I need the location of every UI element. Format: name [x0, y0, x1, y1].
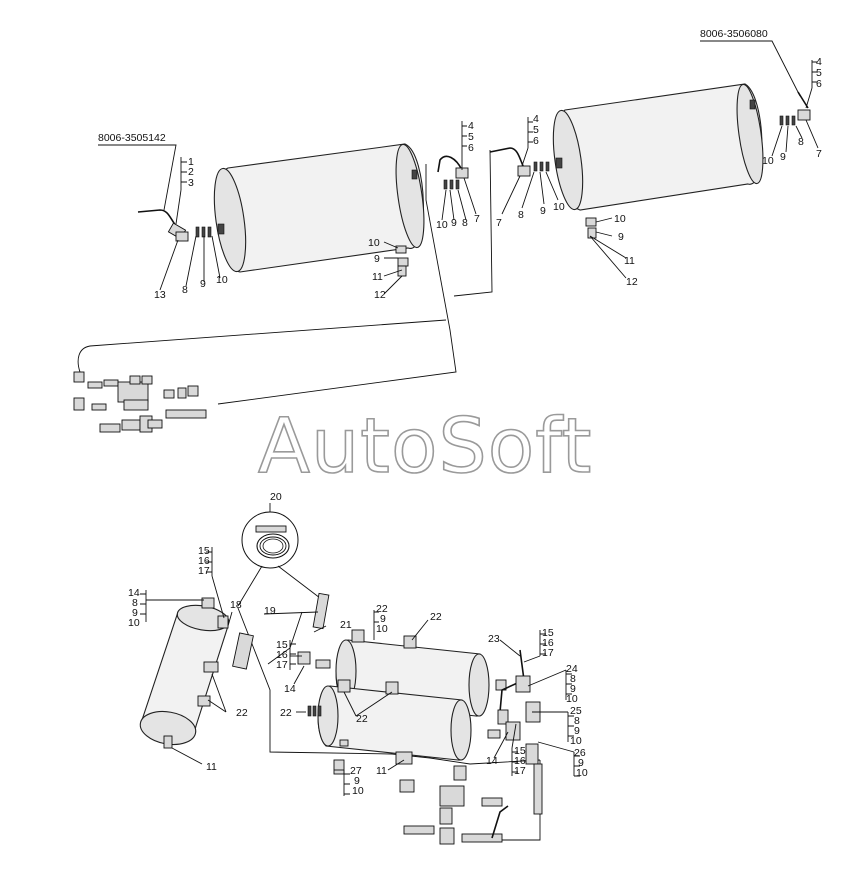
- callout: 13: [154, 289, 166, 301]
- callout: 9: [451, 217, 457, 229]
- callout: 6: [468, 142, 474, 154]
- callout: 15: [198, 545, 210, 557]
- upper-fittings: [137, 91, 811, 277]
- callout: 12: [374, 289, 386, 301]
- lower-pipe-run: [217, 592, 543, 845]
- callout: 10: [128, 617, 140, 629]
- callout: 18: [230, 599, 242, 611]
- callout: 6: [816, 78, 822, 90]
- hose-kit-circle: [237, 503, 321, 607]
- callout: 14: [284, 683, 296, 695]
- callout: 11: [206, 761, 217, 773]
- air-tank-upper-right: [552, 83, 764, 211]
- callout: 9: [132, 607, 138, 619]
- lower-leaders: [140, 547, 580, 796]
- callout: 24: [566, 663, 578, 675]
- callout: 10: [352, 785, 364, 797]
- callout: 11: [372, 271, 383, 283]
- callout: 4: [533, 113, 539, 125]
- upper-pipe-run: [73, 149, 493, 433]
- callout: 19: [264, 605, 276, 617]
- callout: 21: [340, 619, 352, 631]
- callout: 8: [182, 284, 188, 296]
- callout: 22: [430, 611, 442, 623]
- callout: 8: [570, 673, 576, 685]
- callout: 8: [574, 715, 580, 727]
- callout: 9: [354, 775, 360, 787]
- callout: 10: [614, 213, 626, 225]
- callout: 9: [578, 757, 584, 769]
- callout: 10: [376, 623, 388, 635]
- callout: 10: [436, 219, 448, 231]
- air-tank-lower-left: [139, 597, 230, 749]
- callout: 10: [553, 201, 565, 213]
- code-right-bend: 8006-3506080: [700, 28, 768, 40]
- callout: 22: [356, 713, 368, 725]
- callout: 6: [533, 135, 539, 147]
- callout: 14: [486, 755, 498, 767]
- callout: 15: [542, 627, 554, 639]
- callout: 25: [570, 705, 582, 717]
- callout: 1: [188, 156, 194, 168]
- callout: 16: [198, 555, 210, 567]
- callout: 9: [540, 205, 546, 217]
- callout: 17: [542, 647, 554, 659]
- callout: 22: [376, 603, 388, 615]
- upper-leaders: [98, 40, 819, 295]
- callout: 8: [132, 597, 138, 609]
- callout: 15: [276, 639, 288, 651]
- callout: 9: [618, 231, 624, 243]
- air-tank-upper-left: [213, 143, 425, 273]
- callout: 7: [496, 217, 502, 229]
- callout: 16: [542, 637, 554, 649]
- callout: 9: [780, 151, 786, 163]
- callout: 9: [574, 725, 580, 737]
- callout: 4: [468, 120, 474, 132]
- callout: 8: [798, 136, 804, 148]
- callout: 7: [816, 148, 822, 160]
- callout: 9: [200, 278, 206, 290]
- callout: 9: [380, 613, 386, 625]
- callout: 3: [188, 177, 194, 189]
- callout: 27: [350, 765, 362, 777]
- callout: 10: [570, 735, 582, 747]
- callout: 11: [376, 765, 387, 777]
- callout: 17: [198, 565, 210, 577]
- callout: 8: [518, 209, 524, 221]
- callout: 16: [514, 755, 526, 767]
- callout: 26: [574, 747, 586, 759]
- callout: 2: [188, 166, 194, 178]
- callout: 12: [626, 276, 638, 288]
- watermark-text: AutoSoft: [258, 401, 592, 490]
- callout: 5: [468, 131, 474, 143]
- callout: 22: [236, 707, 248, 719]
- callout: 10: [576, 767, 588, 779]
- callout: 17: [276, 659, 288, 671]
- code-left-bend: 8006-3505142: [98, 132, 166, 144]
- callout: 22: [280, 707, 292, 719]
- callout: 5: [816, 67, 822, 79]
- callout: 8: [462, 217, 468, 229]
- callout: 7: [474, 213, 480, 225]
- callout: 5: [533, 124, 539, 136]
- callout: 10: [368, 237, 380, 249]
- callout: 23: [488, 633, 500, 645]
- callout: 17: [514, 765, 526, 777]
- callout: 9: [570, 683, 576, 695]
- callout: 15: [514, 745, 526, 757]
- callout: 10: [762, 155, 774, 167]
- callout: 14: [128, 587, 140, 599]
- callout: 16: [276, 649, 288, 661]
- callout: 10: [216, 274, 228, 286]
- callout: 4: [816, 56, 822, 68]
- callout: 9: [374, 253, 380, 265]
- callout: 11: [624, 255, 635, 267]
- callout: 20: [270, 491, 282, 503]
- callout: 10: [566, 693, 578, 705]
